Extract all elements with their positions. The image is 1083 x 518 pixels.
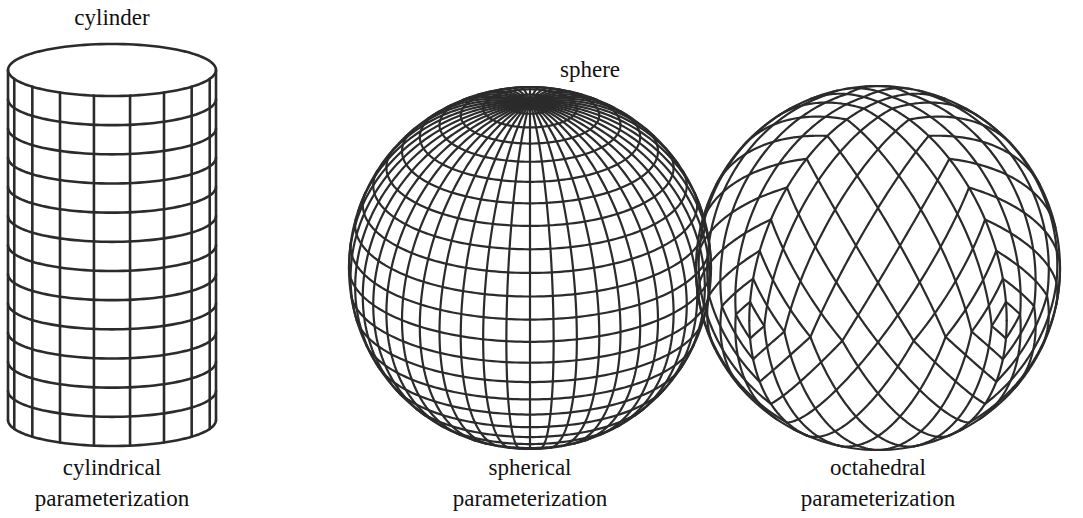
wire-line — [351, 103, 530, 320]
wire-line — [876, 279, 1036, 450]
wire-line — [699, 219, 950, 436]
wire-line — [787, 188, 1060, 423]
spherical-wireframe — [349, 87, 711, 449]
wire-line — [753, 117, 1013, 360]
wire-line — [208, 79, 211, 429]
wire-line — [386, 103, 530, 427]
wire-line — [8, 187, 216, 213]
wire-line — [844, 88, 1020, 338]
wire-line — [511, 88, 530, 103]
wire-line — [483, 103, 530, 448]
wire-line — [530, 102, 702, 211]
wire-line — [530, 103, 577, 448]
wire-line — [779, 103, 1006, 339]
octahedral-wireframe — [696, 86, 1060, 450]
wire-line — [59, 93, 62, 443]
wire-line — [190, 87, 193, 437]
wire-line — [743, 117, 1003, 360]
wire-line — [8, 420, 216, 446]
wire-line — [530, 103, 640, 441]
wire-line — [699, 109, 791, 404]
wire-line — [163, 93, 166, 443]
wire-line — [919, 91, 1049, 382]
wire-line — [8, 333, 216, 359]
wire-line — [506, 103, 530, 449]
wire-line — [349, 103, 530, 268]
wire-line — [7, 70, 10, 420]
wire-line — [8, 245, 216, 271]
wire-line — [363, 103, 530, 397]
caption: cylindrical parameterization — [22, 452, 202, 514]
figure-title: sphere — [480, 54, 700, 85]
wire-line — [696, 86, 1060, 450]
wire-line — [707, 251, 917, 447]
wire-line — [358, 102, 530, 211]
wire-line — [969, 268, 1060, 423]
wire-line — [8, 158, 216, 184]
wire-line — [8, 274, 216, 300]
wire-line — [735, 88, 911, 338]
wire-line — [355, 103, 530, 367]
wire-line — [947, 320, 1006, 436]
wire-line — [811, 94, 1007, 321]
caption: spherical parameterization — [440, 452, 620, 514]
wire-line — [707, 91, 837, 382]
wire-line — [349, 87, 711, 449]
wire-line — [530, 102, 679, 166]
wire-line — [750, 103, 977, 339]
wire-line — [402, 103, 530, 435]
figure-title: cylinder — [2, 2, 222, 33]
wire-line — [420, 103, 530, 441]
wire-line — [8, 44, 216, 96]
wire-line — [771, 159, 1056, 404]
wire-line — [31, 87, 34, 437]
wire-line — [530, 103, 554, 449]
wire-line — [530, 103, 621, 444]
wire-line — [760, 136, 1040, 382]
wire-line — [966, 109, 1058, 404]
wire-line — [215, 70, 218, 420]
wire-line — [8, 391, 216, 417]
wire-line — [461, 103, 530, 446]
wire-line — [8, 99, 216, 125]
wire-line — [520, 87, 530, 102]
wire-line — [530, 103, 711, 268]
wire-line — [381, 102, 530, 166]
caption: octahedral parameterization — [788, 452, 968, 514]
wire-line — [8, 303, 216, 329]
wire-line — [529, 103, 531, 449]
wire-line — [406, 100, 530, 136]
wire-line — [129, 96, 132, 446]
wire-line — [8, 216, 216, 242]
cylinder-wireframe — [8, 44, 216, 446]
wire-line — [914, 302, 1021, 447]
wire-line — [8, 362, 216, 388]
wire-line — [13, 79, 16, 429]
wire-line — [839, 251, 1049, 447]
wire-line — [720, 86, 874, 359]
wire-line — [8, 128, 216, 154]
wire-line — [93, 96, 96, 446]
